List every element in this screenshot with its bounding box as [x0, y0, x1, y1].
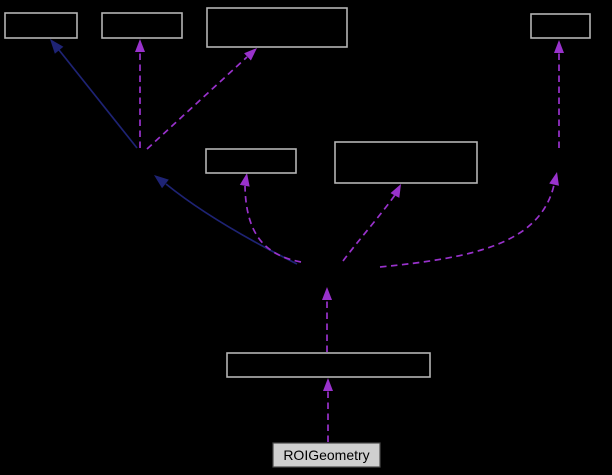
edge-line	[146, 56, 248, 150]
edge-line	[342, 194, 396, 262]
edge-arrowhead	[323, 378, 333, 391]
edge-line	[379, 184, 555, 268]
edge-usage-to-node-lower-g	[323, 378, 333, 442]
node-box-mid-f[interactable]	[334, 141, 478, 184]
node-roigeometry-box[interactable]	[272, 442, 381, 468]
edge-arrowhead	[390, 184, 401, 198]
edge-line	[58, 49, 138, 149]
edge-usage-to-node-mid-f	[342, 184, 401, 262]
edge-arrowhead	[50, 39, 64, 54]
node-roigeometry-label[interactable]: ROIGeometry	[283, 447, 369, 463]
edge-arrowhead	[554, 40, 564, 53]
edge-usage-to-node-top-d	[554, 40, 564, 148]
edge-arrowhead	[154, 175, 169, 189]
edge-usage-to-node-top-b	[135, 39, 145, 148]
node-box-top-b[interactable]	[101, 12, 183, 39]
edge-usage-to-junction-center	[322, 287, 332, 352]
edge-arrowhead	[549, 172, 559, 186]
edge-inheritance-to-junction-left	[154, 175, 298, 265]
edge-usage-to-node-mid-e	[239, 173, 302, 263]
node-box-lower-g[interactable]	[226, 352, 431, 378]
node-box-top-d[interactable]	[530, 13, 591, 39]
node-roigeometry[interactable]: ROIGeometry	[272, 442, 381, 468]
edge-usage-to-junction-right	[379, 172, 559, 268]
edge-inheritance-to-node-top-a	[50, 39, 138, 149]
edge-line	[165, 183, 298, 265]
edge-usage-to-node-top-c	[146, 48, 257, 150]
edge-line	[244, 185, 302, 263]
edge-arrowhead	[244, 48, 257, 61]
edge-arrowhead	[135, 39, 145, 52]
edge-arrowhead	[322, 287, 332, 300]
node-box-mid-e[interactable]	[205, 148, 297, 174]
edge-arrowhead	[239, 173, 250, 187]
node-box-top-c[interactable]	[206, 7, 348, 48]
node-box-top-a[interactable]	[4, 12, 78, 39]
